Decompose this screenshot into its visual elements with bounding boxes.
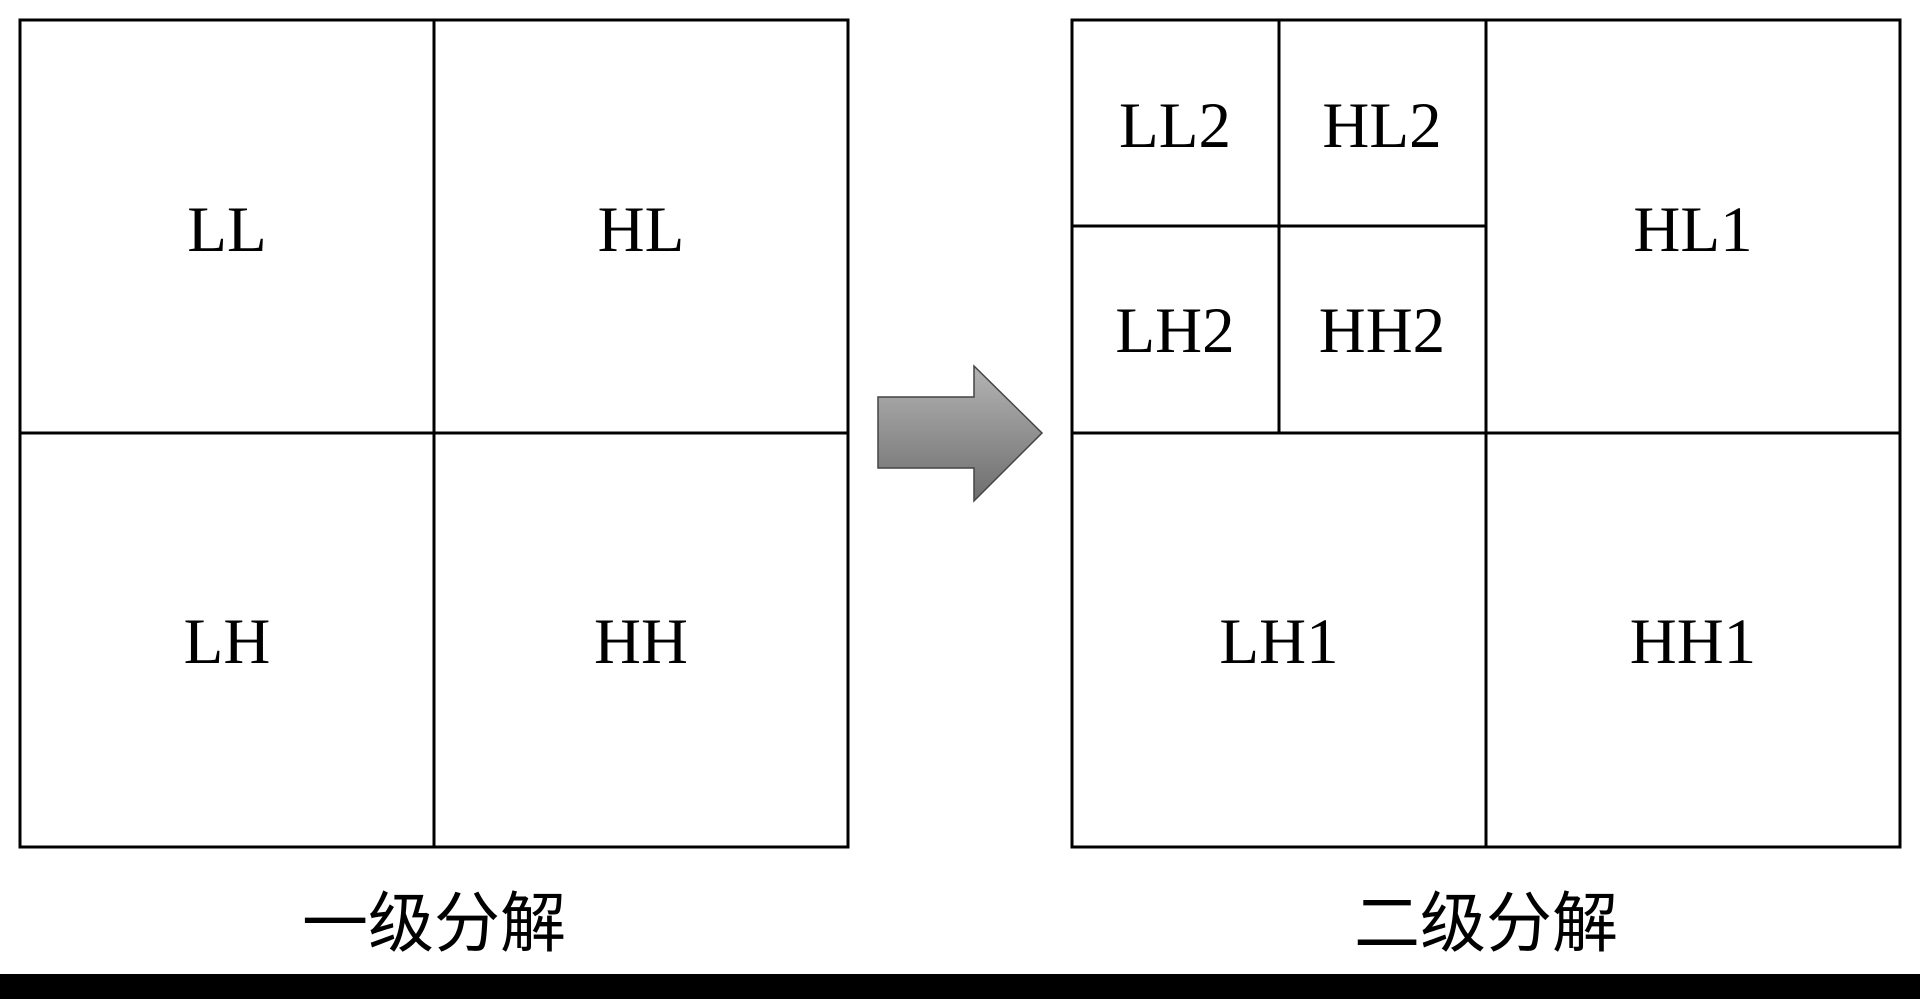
cell-hl: HL	[598, 194, 685, 266]
cell-lh: LH	[184, 606, 271, 678]
level2-panel: LL2 HL2 LH2 HH2 HL1 LH1 HH1 二级分解	[1070, 18, 1902, 962]
right-arrow-icon	[877, 364, 1044, 503]
cell-ll: LL	[187, 194, 266, 266]
cell-hl2: HL2	[1322, 90, 1441, 162]
cell-hh1: HH1	[1630, 606, 1756, 678]
cell-hh2: HH2	[1319, 295, 1445, 367]
level1-panel: LL HL LH HH 一级分解	[18, 18, 850, 962]
footer-bar	[0, 974, 1920, 999]
cell-hh: HH	[594, 606, 688, 678]
cell-ll2: LL2	[1119, 90, 1231, 162]
cell-lh2: LH2	[1115, 295, 1234, 367]
cell-hl1: HL1	[1633, 194, 1752, 266]
level2-caption: 二级分解	[1354, 885, 1618, 962]
level1-caption: 一级分解	[302, 885, 566, 962]
cell-lh1: LH1	[1219, 606, 1338, 678]
